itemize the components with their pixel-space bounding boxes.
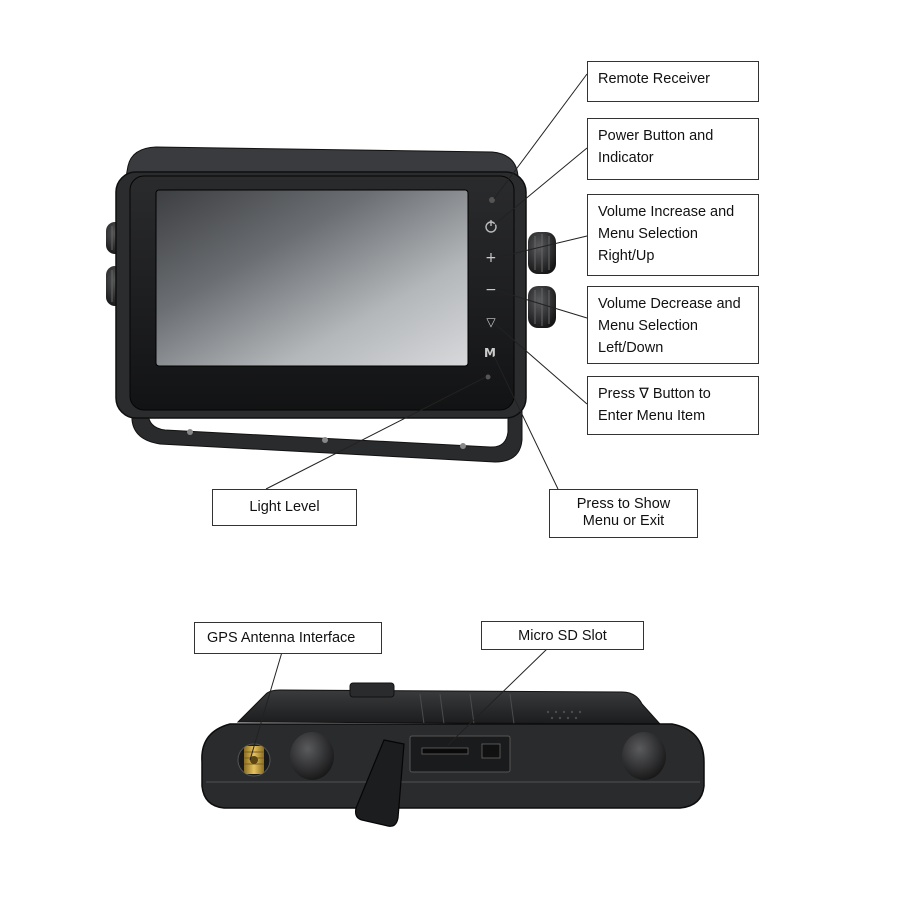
bottom-knob-left [290,732,334,780]
callout-press-down-button: Press ∇ Button to Enter Menu Item [587,376,759,435]
monitor-front: + − ▽ M [106,146,556,463]
micro-sd-slot [409,735,511,773]
monitor-bottom [201,682,705,827]
callout-light-level: Light Level [212,489,357,526]
callout-power-button: Power Button and Indicator [587,118,759,180]
plus-button: + [485,250,497,266]
light-sensor [485,374,491,380]
bottom-knob-right [622,732,666,780]
monitor-screen [155,189,469,367]
sd-cover-flap [355,739,405,827]
callout-micro-sd: Micro SD Slot [481,621,644,650]
remote-receiver-dot [489,197,495,203]
rear-housing [236,689,662,725]
right-knob-upper [528,232,556,274]
minus-button: − [485,282,497,298]
menu-button: M [484,346,496,360]
down-button: ▽ [486,315,496,329]
callout-gps-antenna: GPS Antenna Interface [194,622,382,654]
right-knob-lower [528,286,556,328]
leader-lines-front [265,73,588,490]
callout-remote-receiver: Remote Receiver [587,61,759,102]
callout-volume-increase: Volume Increase and Menu Selection Right… [587,194,759,276]
callout-volume-decrease: Volume Decrease and Menu Selection Left/… [587,286,759,364]
leader-lines-bottom [249,647,549,761]
callout-menu-exit: Press to Show Menu or Exit [549,489,698,538]
gps-antenna-connector [237,743,271,777]
